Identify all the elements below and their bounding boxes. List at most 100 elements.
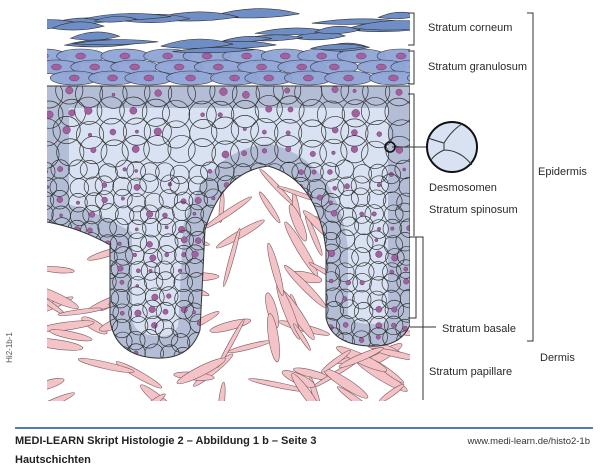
cell bbox=[304, 162, 324, 182]
cell-nucleus bbox=[403, 278, 410, 285]
cell-nucleus bbox=[311, 169, 317, 175]
cell-nucleus bbox=[328, 249, 336, 257]
cell bbox=[369, 175, 389, 195]
cell-nucleus bbox=[327, 169, 333, 175]
collagen-fiber bbox=[288, 204, 308, 242]
cell-nucleus bbox=[119, 279, 125, 285]
cell-nucleus bbox=[241, 150, 248, 157]
cell bbox=[354, 215, 374, 236]
granular-cell bbox=[390, 59, 410, 75]
cell bbox=[167, 135, 196, 164]
cell-nucleus bbox=[101, 196, 108, 204]
collagen-fiber bbox=[77, 358, 135, 373]
cell bbox=[385, 248, 405, 268]
cell-nucleus bbox=[154, 89, 162, 97]
cell-nucleus bbox=[287, 106, 294, 113]
cell bbox=[47, 204, 54, 224]
cell bbox=[211, 140, 240, 169]
corneum-flake bbox=[172, 47, 254, 54]
cell-nucleus bbox=[375, 322, 383, 329]
cell-nucleus bbox=[242, 127, 247, 131]
cell-nucleus bbox=[426, 75, 436, 81]
cell bbox=[143, 248, 163, 268]
footer-url[interactable]: www.medi-learn.de/histo2-1b bbox=[467, 436, 590, 447]
cell bbox=[112, 272, 132, 292]
cell-nucleus bbox=[164, 225, 169, 230]
cell bbox=[385, 86, 410, 107]
label-dermis: Dermis bbox=[540, 352, 575, 364]
label-stratum-papillare: Stratum papillare bbox=[429, 366, 513, 378]
cell bbox=[352, 289, 372, 310]
cell bbox=[144, 192, 164, 213]
cell-nucleus bbox=[56, 196, 63, 203]
cell bbox=[156, 217, 177, 237]
cell-nucleus bbox=[136, 268, 141, 273]
cell-nucleus bbox=[331, 150, 336, 155]
cell bbox=[47, 100, 64, 129]
cell bbox=[321, 86, 350, 104]
cell bbox=[395, 232, 410, 252]
cell bbox=[335, 262, 355, 282]
cell bbox=[321, 116, 350, 145]
cell-nucleus bbox=[329, 63, 340, 71]
cell-nucleus bbox=[131, 145, 140, 153]
corneum-flake bbox=[223, 36, 272, 43]
cell-nucleus bbox=[217, 112, 223, 118]
collagen-fiber bbox=[372, 347, 410, 361]
cell-nucleus bbox=[242, 91, 250, 99]
cell bbox=[206, 100, 235, 129]
cell-nucleus bbox=[207, 169, 213, 174]
collagen-fiber bbox=[378, 383, 405, 401]
granular-cell bbox=[407, 74, 410, 82]
cell-nucleus bbox=[261, 148, 268, 154]
cell bbox=[230, 139, 259, 168]
cell-nucleus bbox=[229, 74, 240, 82]
corneum-flake bbox=[51, 21, 105, 31]
cell bbox=[143, 117, 172, 146]
cell-nucleus bbox=[345, 279, 351, 286]
cell-nucleus bbox=[356, 52, 367, 60]
cell-nucleus bbox=[59, 213, 63, 218]
corneum-flake bbox=[69, 31, 121, 41]
cell-nucleus bbox=[87, 227, 93, 234]
cell bbox=[298, 119, 327, 148]
collagen-fiber bbox=[320, 350, 351, 373]
cell-nucleus bbox=[47, 271, 48, 275]
cell bbox=[361, 140, 390, 169]
cell bbox=[47, 191, 55, 211]
cell-nucleus bbox=[285, 146, 292, 152]
cell bbox=[50, 159, 70, 179]
cell-nucleus bbox=[330, 210, 338, 217]
cell-nucleus bbox=[256, 63, 267, 71]
cell-nucleus bbox=[146, 210, 154, 218]
collagen-fiber bbox=[209, 318, 252, 333]
cell bbox=[158, 189, 179, 209]
cell bbox=[121, 135, 150, 164]
cell-nucleus bbox=[332, 186, 337, 191]
cell bbox=[128, 315, 149, 336]
cell-nucleus bbox=[129, 63, 140, 71]
cell-nucleus bbox=[166, 293, 172, 299]
cell bbox=[200, 161, 220, 181]
collagen-fiber bbox=[217, 381, 226, 401]
bracket-corneum bbox=[408, 12, 415, 46]
cell bbox=[396, 192, 410, 212]
cell bbox=[96, 96, 125, 125]
cell-nucleus bbox=[194, 197, 202, 204]
cell bbox=[49, 177, 69, 197]
cell-nucleus bbox=[149, 254, 157, 262]
collagen-fiber bbox=[176, 357, 226, 385]
cell bbox=[188, 175, 208, 196]
cell bbox=[47, 140, 60, 169]
cell bbox=[142, 299, 162, 320]
cell-nucleus bbox=[68, 109, 76, 117]
cell bbox=[126, 192, 147, 213]
cell bbox=[79, 159, 100, 180]
cell bbox=[339, 248, 359, 268]
collagen-fiber bbox=[47, 377, 65, 392]
cell bbox=[397, 303, 410, 323]
collagen-fiber bbox=[139, 393, 166, 401]
cell bbox=[338, 272, 358, 293]
cell bbox=[142, 218, 162, 238]
footer-subtitle: Hautschichten bbox=[15, 454, 91, 466]
